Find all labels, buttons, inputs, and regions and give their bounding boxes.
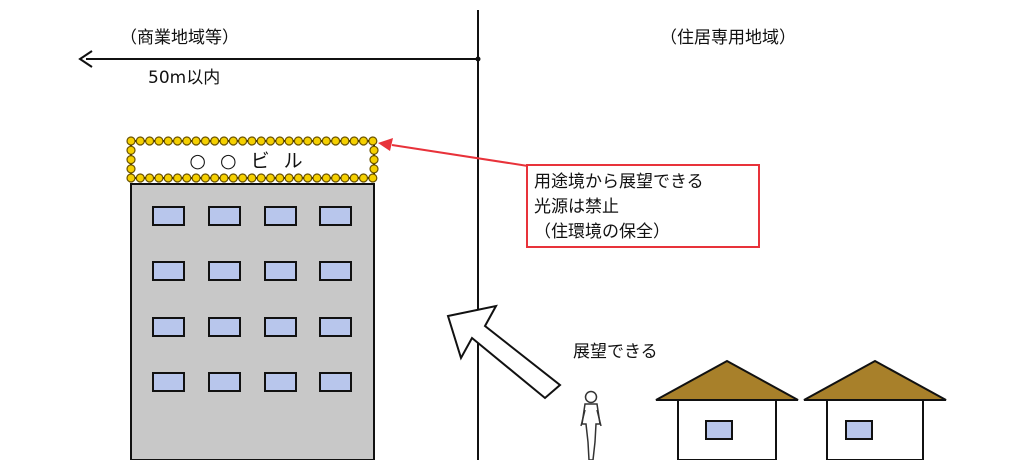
house-left-window xyxy=(705,420,733,440)
house-right xyxy=(803,359,947,460)
house-right-window xyxy=(845,420,873,440)
sign-bulb xyxy=(358,136,369,146)
sign-bulb xyxy=(349,173,359,183)
sign-bulb xyxy=(247,173,257,183)
pedestrian-figure xyxy=(580,390,602,460)
building-window xyxy=(208,317,241,337)
sign-bulb xyxy=(191,173,201,183)
building-window xyxy=(264,317,297,337)
sign-bulb xyxy=(256,136,266,146)
building-window xyxy=(264,206,297,226)
sign-bulb xyxy=(369,155,379,165)
sign-bulb xyxy=(172,136,183,146)
commercial-zone-label: （商業地域等） xyxy=(120,28,239,48)
sign-bulb xyxy=(312,173,322,183)
sign-bulb xyxy=(126,173,136,183)
building-window xyxy=(319,372,352,392)
building-window xyxy=(152,317,185,337)
sign-bulb xyxy=(163,173,173,183)
note-line-3: （住環境の保全） xyxy=(534,222,670,242)
building-window xyxy=(152,261,185,281)
building-window xyxy=(319,206,352,226)
sign-bulb xyxy=(154,136,164,146)
sign-bulb xyxy=(191,136,201,146)
sign-bulb xyxy=(284,173,294,183)
distance-arrow-head xyxy=(78,50,93,68)
sign-bulb xyxy=(349,136,359,146)
building-window xyxy=(152,206,185,226)
sign-bulb xyxy=(303,136,313,146)
sign-bulb xyxy=(293,136,303,146)
building-window xyxy=(208,261,241,281)
sign-bulb xyxy=(265,136,276,146)
sign-bulb xyxy=(200,136,210,146)
view-direction-arrow xyxy=(446,304,562,400)
sign-bulb xyxy=(126,145,136,155)
building-window xyxy=(264,372,297,392)
distance-label: 50m以内 xyxy=(148,68,221,88)
sign-bulb xyxy=(321,173,331,183)
sign-bulb xyxy=(340,173,350,183)
sign-bulb xyxy=(126,164,136,174)
sign-bulb xyxy=(331,136,341,146)
building-window xyxy=(264,261,297,281)
sign-bulb xyxy=(358,173,369,183)
note-line-2: 光源は禁止 xyxy=(534,197,619,217)
building-window xyxy=(208,206,241,226)
callout-line xyxy=(391,144,529,167)
sign-bulb xyxy=(340,136,350,146)
callout-arrowhead xyxy=(378,138,393,151)
sign-bulb xyxy=(228,173,238,183)
sign-bulb xyxy=(303,173,313,183)
boundary-junction-dot xyxy=(475,56,481,62)
sign-bulbs xyxy=(126,136,379,183)
sign-bulb xyxy=(154,173,164,183)
sign-bulb xyxy=(182,136,192,146)
sign-bulb xyxy=(228,136,238,146)
residential-zone-label: （住居専用地域） xyxy=(660,28,796,48)
building-window xyxy=(319,317,352,337)
house-left xyxy=(655,359,799,460)
regulation-note-box: 用途境から展望できる 光源は禁止 （住環境の保全） xyxy=(526,164,760,248)
sign-bulb xyxy=(219,173,229,183)
sign-bulb xyxy=(247,136,257,146)
sign-bulb xyxy=(182,173,192,183)
building-window xyxy=(152,372,185,392)
sign-bulb xyxy=(145,136,155,146)
sign-bulb xyxy=(163,136,173,146)
sign-bulb xyxy=(135,173,145,183)
sign-bulb xyxy=(210,136,220,146)
sign-bulb xyxy=(200,173,210,183)
sign-bulb xyxy=(145,173,155,183)
sign-bulb xyxy=(256,173,266,183)
sign-bulb xyxy=(126,155,136,165)
sign-bulb xyxy=(172,173,183,183)
building-window xyxy=(319,261,352,281)
sign-bulb xyxy=(312,136,322,146)
sign-bulb xyxy=(238,173,248,183)
sign-bulb xyxy=(238,136,248,146)
sign-bulb xyxy=(369,145,379,155)
building-window xyxy=(208,372,241,392)
note-line-1: 用途境から展望できる xyxy=(534,172,704,192)
sign-text: ○○ビル xyxy=(189,149,317,172)
sign-bulb xyxy=(321,136,331,146)
sign-bulb xyxy=(369,164,379,174)
sign-bulb xyxy=(219,136,229,146)
view-possible-label: 展望できる xyxy=(573,342,658,362)
sign-bulb xyxy=(135,136,145,146)
sign-bulb xyxy=(368,136,378,146)
sign-bulb xyxy=(275,173,285,183)
sign-bulb xyxy=(331,173,341,183)
sign-bulb xyxy=(293,173,303,183)
building-windows xyxy=(152,206,352,392)
sign-bulb xyxy=(265,173,276,183)
sign-bulb xyxy=(368,173,378,183)
sign-bulb xyxy=(210,173,220,183)
sign-bulb xyxy=(284,136,294,146)
sign-bulb xyxy=(126,136,136,146)
sign-bulb xyxy=(275,136,285,146)
